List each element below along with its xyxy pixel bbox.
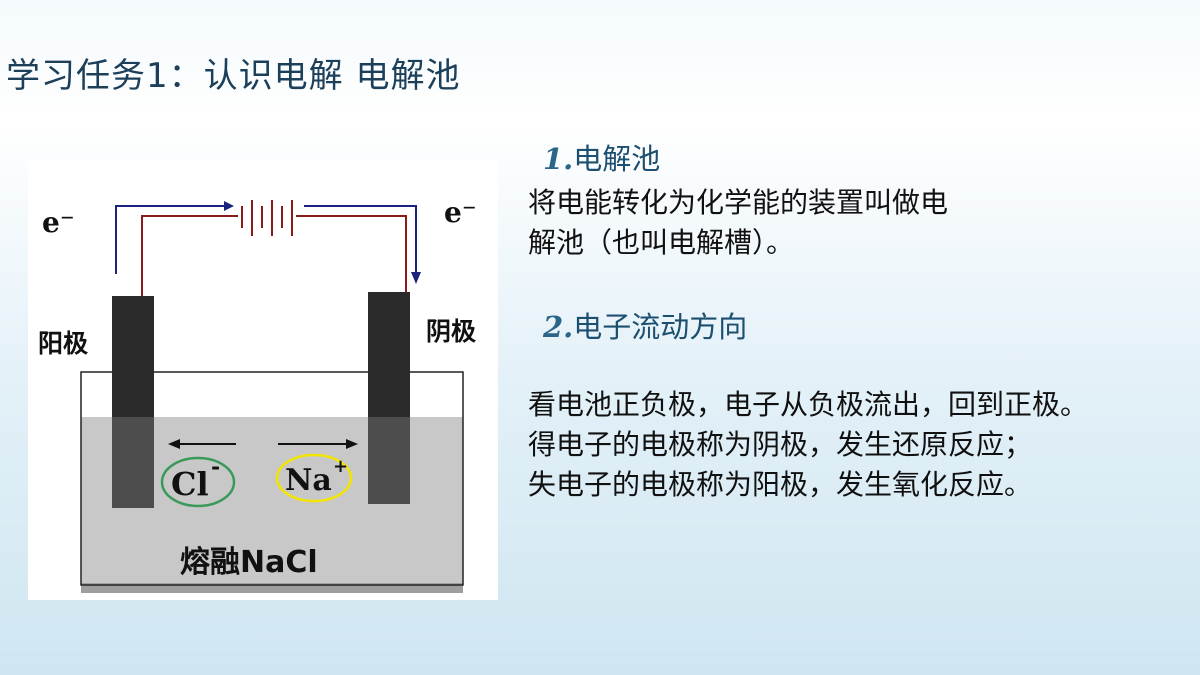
- electron-arrow-left: [224, 201, 234, 211]
- section1-number: 1.: [543, 142, 574, 176]
- section2-title: 电子流动方向: [573, 310, 748, 344]
- cation-charge: +: [333, 456, 348, 477]
- section2-heading: 2.电子流动方向: [543, 304, 747, 346]
- cathode-electrode-submerged: [368, 417, 410, 504]
- electrolyte-bottom-shadow: [81, 583, 463, 593]
- cathode-label: 阴极: [426, 317, 476, 346]
- slide-title: 学习任务1：认识电解 电解池: [6, 56, 461, 96]
- section1-line1: 将电能转化为化学能的装置叫做电: [528, 186, 949, 219]
- current-path-left: [141, 215, 238, 296]
- electron-label-right: e⁻: [444, 196, 477, 229]
- electron-path-left: [115, 205, 224, 274]
- cation-symbol: Na: [285, 463, 332, 498]
- electron-label-left: e⁻: [42, 206, 75, 239]
- anion-ring: [160, 456, 236, 508]
- section1-line2: 解池（也叫电解槽）。: [528, 226, 795, 259]
- electrolytic-cell-diagram: e⁻ e⁻ 阳极 阴极 Cl - Na + 熔融NaCl: [28, 160, 498, 600]
- section2-body: 看电池正负极，电子从负极流出，回到正极。 得电子的电极称为阴极，发生还原反应； …: [528, 385, 1088, 505]
- battery-icon: [241, 200, 293, 236]
- cation-arrow-head: [346, 439, 358, 449]
- electrolyte-label: 熔融NaCl: [180, 545, 318, 580]
- anion-symbol: Cl: [171, 465, 209, 503]
- electron-path-right: [304, 205, 417, 272]
- section1-body: 将电能转化为化学能的装置叫做电 解池（也叫电解槽）。: [528, 183, 948, 263]
- section2-number: 2.: [543, 310, 574, 344]
- section1-title: 电解池: [573, 142, 661, 176]
- anion-charge: -: [211, 454, 220, 480]
- anode-label: 阳极: [38, 329, 88, 358]
- section2-line3: 失电子的电极称为阳极，发生氧化反应。: [528, 468, 1033, 501]
- cation-ring: [275, 453, 353, 503]
- current-path-right: [296, 215, 407, 296]
- diagram-svg: e⁻ e⁻ 阳极 阴极 Cl - Na + 熔融NaCl: [38, 196, 477, 593]
- electron-arrow-right: [411, 272, 421, 284]
- section1-heading: 1.电解池: [543, 136, 660, 178]
- anode-electrode-submerged: [112, 417, 154, 508]
- cell-container: [80, 371, 464, 586]
- section2-line2: 得电子的电极称为阴极，发生还原反应；: [528, 428, 1033, 461]
- section2-line1: 看电池正负极，电子从负极流出，回到正极。: [528, 388, 1089, 421]
- anion-arrow-head: [168, 439, 180, 449]
